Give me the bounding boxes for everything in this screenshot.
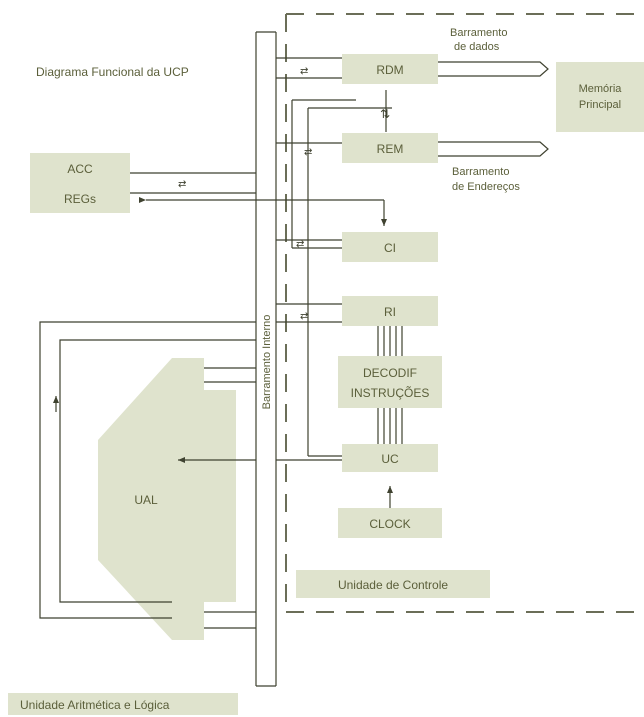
address-bus-label-1: Barramento [452,166,509,178]
ci-block [342,232,438,262]
data-bus-label-2: de dados [454,41,500,53]
uc-block [342,444,438,472]
ri-bus-arrow-icon: ⇄ [300,311,308,322]
clock-label: CLOCK [369,517,410,531]
control-unit-boundary [285,13,644,613]
decoder-label-2: INSTRUÇÕES [351,385,430,400]
regs-label: REGs [64,192,96,206]
rem-block [342,133,438,163]
rem-label: REM [377,142,404,156]
acc-regs-block [30,153,130,213]
alu-label: Unidade Aritmética e Lógica [20,698,170,712]
internal-bus-label: Barramento Interno [261,315,273,410]
decoder-block [338,356,442,408]
rdm-bus-arrow-icon: ⇄ [300,66,308,77]
alu-label-box [8,693,238,715]
memory-label-2: Principal [579,99,621,111]
ci-bus-arrow-icon: ⇄ [296,239,304,250]
ri-block [342,296,438,326]
main-memory-block [556,62,644,132]
address-bus-label-2: de Endereços [452,181,520,193]
ci-label: CI [384,241,396,255]
ri-label: RI [384,305,396,319]
rdm-label: RDM [376,63,403,77]
diagram-title: Diagrama Funcional da UCP [36,65,189,79]
acc-label: ACC [67,162,93,176]
clock-block [338,508,442,538]
ual-block [98,358,236,640]
uc-label: UC [381,452,399,466]
decoder-uc-lines [377,408,403,444]
internal-bus [255,31,277,687]
rdm-rem-arrow-icon: ⇅ [380,107,390,121]
decoder-label-1: DECODIF [363,366,417,380]
ri-decoder-lines [377,326,403,356]
ual-label: UAL [134,493,158,507]
memory-label-1: Memória [579,83,623,95]
control-unit-label: Unidade de Controle [338,578,448,592]
control-unit-label-box [296,570,490,598]
rdm-block [342,54,438,84]
acc-bus-arrow-icon: ⇄ [178,179,186,190]
data-bus-label-1: Barramento [450,27,507,39]
